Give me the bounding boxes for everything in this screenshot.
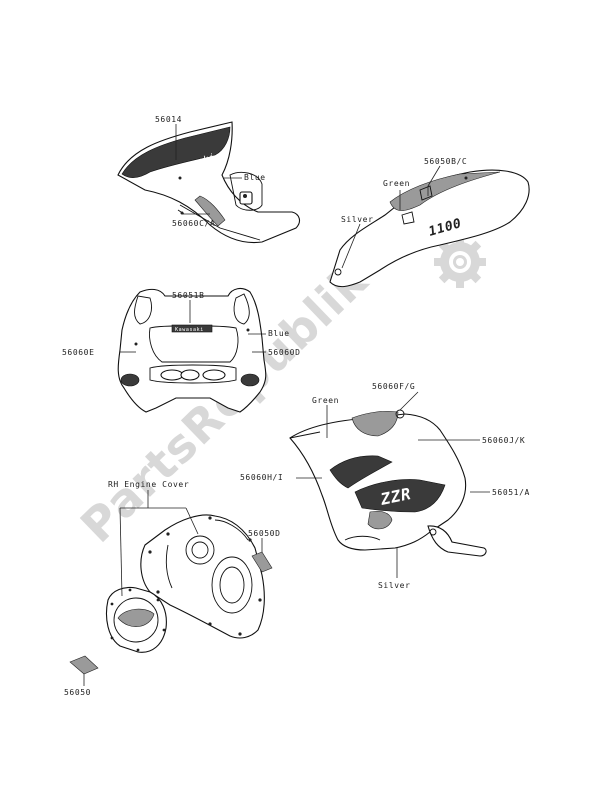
label-silver-2: Silver [378, 581, 411, 590]
label-56050: 56050 [64, 688, 91, 697]
label-blue-1: Blue [244, 173, 266, 182]
label-green-1: Green [383, 179, 410, 188]
label-blue-2: Blue [268, 329, 290, 338]
gear-icon [434, 236, 486, 288]
label-56060ca: 56060C/A [172, 219, 215, 228]
engine-cover [69, 514, 273, 675]
label-56060hi: 56060H/I [240, 473, 283, 482]
label-56060e: 56060E [62, 348, 95, 357]
label-56050d: 56050D [248, 529, 281, 538]
kawasaki-decal-2: Kawasaki [175, 327, 204, 333]
lower-side-fairing: ZZR [289, 409, 487, 557]
label-silver-1: Silver [341, 215, 374, 224]
side-panel-top-right: 1100 [329, 169, 530, 288]
label-56051b: 56051B [172, 291, 205, 300]
label-56060jk: 56060J/K [482, 436, 525, 445]
label-56050bc: 56050B/C [424, 157, 467, 166]
side-panel-top-left: Kawasaki [117, 121, 301, 244]
label-56060d: 56060D [268, 348, 301, 357]
front-fairing: Kawasaki [117, 287, 267, 413]
label-56014: 56014 [155, 115, 182, 124]
part-labels: 56014 Blue 56060C/A 56050B/C Green Silve… [62, 115, 530, 697]
label-green-2: Green [312, 396, 339, 405]
label-56051a: 56051/A [492, 488, 530, 497]
label-rh-engine-cover: RH Engine Cover [108, 480, 189, 489]
label-56060fg: 56060F/G [372, 382, 415, 391]
leader-lines [83, 124, 490, 686]
